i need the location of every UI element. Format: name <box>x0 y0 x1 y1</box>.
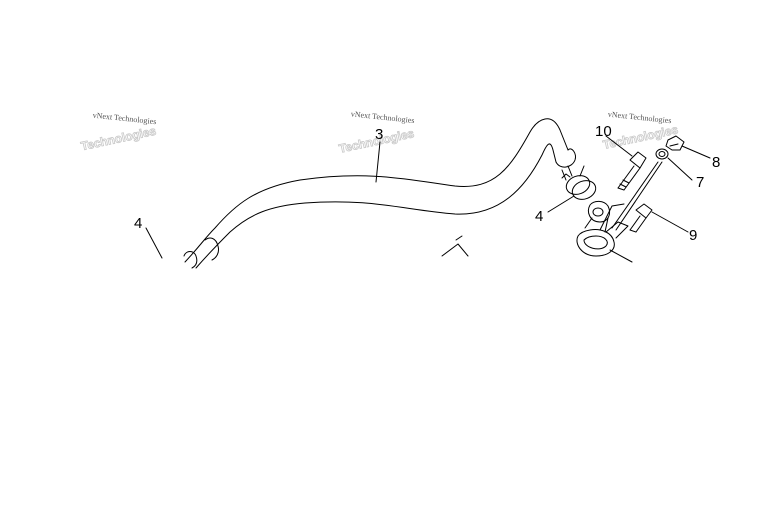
callout-hose-left-clamp: 4 <box>134 215 142 232</box>
long-bolt <box>617 151 647 191</box>
short-bolt <box>629 203 653 233</box>
watermark-text: vNext Technologies <box>92 111 157 127</box>
nut <box>665 135 685 151</box>
leader-nut <box>681 145 711 159</box>
callout-nut: 8 <box>712 154 720 171</box>
stud-rod <box>611 161 663 231</box>
leader-hose <box>375 141 381 183</box>
hose-right-end <box>555 148 576 168</box>
watermark-text: vNext Technologies <box>607 110 672 126</box>
watermark-text: vNext Technologies <box>350 109 415 125</box>
hose-fitting-housing <box>576 200 633 263</box>
callout-short-bolt: 9 <box>689 227 697 244</box>
hose-upper-edge <box>184 118 569 263</box>
leader-hose-left-clamp <box>145 227 163 259</box>
partial-component-mark <box>455 235 463 241</box>
hose-clamp-right <box>561 165 597 200</box>
callout-long-bolt: 10 <box>595 123 612 140</box>
callout-hose-right-clamp: 4 <box>535 208 543 225</box>
washer <box>655 148 669 160</box>
watermark-3: Technologies vNext Technologies <box>601 110 680 153</box>
leader-hose-right-clamp <box>547 195 575 213</box>
hose-lower-edge <box>195 143 557 269</box>
watermark-1: Technologies vNext Technologies <box>79 111 158 154</box>
hose-left-end <box>183 251 198 269</box>
callout-hose: 3 <box>375 126 383 143</box>
hose-left-bead <box>204 237 219 261</box>
leader-short-bolt <box>651 211 689 233</box>
leader-long-bolt <box>605 135 633 157</box>
callout-washer: 7 <box>696 174 704 191</box>
watermark-logo: Technologies <box>80 124 158 154</box>
coolant-hose <box>183 118 576 269</box>
partial-component <box>441 243 469 257</box>
leader-washer <box>667 157 693 181</box>
